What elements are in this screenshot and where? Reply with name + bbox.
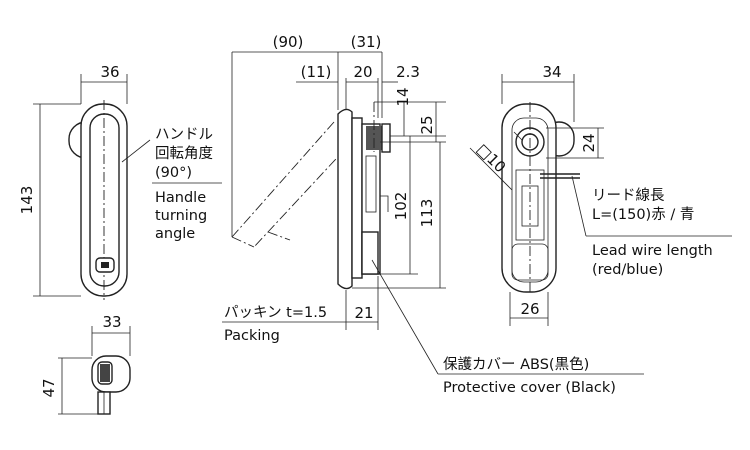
side-dim-21: 21 (354, 304, 373, 322)
rear-dim-24: 24 (580, 133, 598, 152)
side-dim-113: 113 (418, 199, 436, 228)
side-flange (337, 108, 353, 290)
handle-angle-jp-1: ハンドル (155, 127, 213, 143)
handle-angle-en-3: angle (155, 226, 195, 242)
lead-wire-jp-1: リード線長 (592, 187, 665, 204)
handle-angle-en-1: Handle (155, 190, 206, 206)
packing-label-en: Packing (224, 328, 280, 344)
cover-label-jp: 保護カバー ABS(黒色) (443, 356, 589, 373)
handle-angle-jp-2: 回転角度 (155, 145, 213, 162)
rear-body (501, 103, 557, 293)
handle-angle-en-2: turning (155, 208, 207, 224)
side-dim-11: (11) (301, 63, 332, 81)
side-dim-14: 14 (394, 87, 412, 106)
side-dim-90: (90) (273, 33, 304, 51)
packing-label-jp: パッキン t=1.5 (224, 304, 327, 321)
key-width-dim: 33 (102, 313, 121, 331)
rear-width-dim: 34 (542, 63, 561, 81)
rear-bottom-dim: 26 (520, 300, 539, 318)
side-dim-102: 102 (392, 192, 410, 221)
side-dim-20: 20 (353, 63, 372, 81)
cover-label-en: Protective cover (Black) (443, 380, 616, 396)
handle-angle-value: (90°) (155, 165, 192, 181)
front-inner-panel (89, 113, 120, 287)
side-dim-31: (31) (351, 33, 382, 51)
keyhole-icon (101, 262, 109, 268)
side-view: (90) (31) (11) 20 2.3 14 25 102 113 21 パ… (121, 33, 644, 396)
side-dim-25: 25 (418, 115, 436, 134)
front-view: 36 143 (18, 63, 128, 300)
key-grip-icon (100, 364, 110, 382)
side-dim-2-3: 2.3 (396, 63, 420, 81)
lead-wire-en-2: (red/blue) (592, 262, 663, 278)
lead-wire-jp-2: L=(150)赤 / 青 (592, 206, 694, 223)
key-height-dim: 47 (40, 378, 58, 397)
protective-cover (361, 231, 379, 275)
front-width-dim: 36 (100, 63, 119, 81)
lead-wire-en-1: Lead wire length (592, 243, 713, 259)
front-height-dim: 143 (18, 186, 36, 215)
key-view: 33 47 (40, 313, 131, 415)
rear-view: 34 24 □10 26 リード線長 L=(150)赤 / 青 Lead wir… (469, 63, 732, 326)
